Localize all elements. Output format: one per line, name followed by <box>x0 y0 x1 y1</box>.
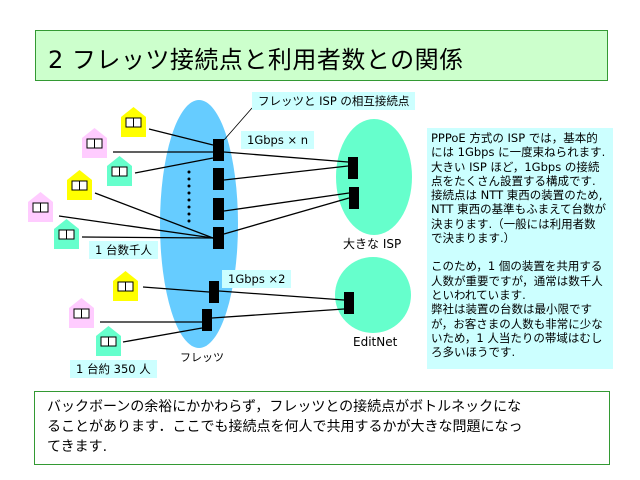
isp-device <box>349 187 359 209</box>
info-line: 接続点は NTT 東西の装置のため, <box>431 188 603 203</box>
editnet-device <box>344 292 354 314</box>
info-line: NTT 東西の基準もふまえて台数が <box>431 202 607 217</box>
summary-box: バックボーンの余裕にかかわらず，フレッツとの接続点がボトルネックにな ることがあ… <box>34 391 610 465</box>
house-icon <box>112 270 139 302</box>
summary-line: バックボーンの余裕にかかわらず，フレッツとの接続点がボトルネックにな <box>47 399 522 415</box>
editnet-label: EditNet <box>353 335 398 349</box>
info-line: 大きい ISP ほど，1Gbps の接続 <box>431 159 600 174</box>
house-icon <box>27 191 54 223</box>
big-link-label: 1Gbps × n <box>241 131 315 149</box>
big-isp-network <box>336 119 412 235</box>
info-line: 決まります.（一般には利用者数 <box>431 216 596 231</box>
info-line: には 1Gbps に一度束ねられます. <box>431 145 606 160</box>
house-icon <box>81 127 108 159</box>
info-line: このため，1 個の装置を共用する <box>431 259 603 274</box>
small-users-label: 1 台約 350 人 <box>70 360 157 378</box>
device <box>202 309 212 331</box>
ellipsis-dots <box>187 170 191 223</box>
info-line: 点をたくさん設置する構成です. <box>431 173 596 188</box>
summary-line: ることがあります．ここでも接続点を何人で共用するかが大きな問題になっ <box>47 419 523 435</box>
small-link-label: 1Gbps ×2 <box>222 270 292 288</box>
isp-device <box>348 157 358 179</box>
house-icon <box>106 155 133 187</box>
info-line: いため，1 人当たりの帯域はむし <box>431 330 603 345</box>
info-spacer <box>431 245 613 259</box>
house-icon <box>95 325 122 357</box>
flets-label: フレッツ <box>180 351 224 364</box>
big-users-label: 1 台数千人 <box>89 241 158 259</box>
summary-line: てきます. <box>47 439 108 455</box>
connection-lines <box>58 107 350 343</box>
title-box: 2 フレッツ接続点と利用者数との関係 <box>35 30 608 81</box>
house-icon <box>120 106 147 138</box>
house-icon <box>68 297 95 329</box>
info-line: 人数が重要ですが，通常は数千人 <box>431 273 603 288</box>
house-icon <box>53 218 80 250</box>
house-icon <box>66 169 93 201</box>
interconnect-devices <box>202 139 359 331</box>
device <box>213 227 224 249</box>
big-isp-label: 大きな ISP <box>343 237 402 251</box>
info-line: 弊社は装置の台数は最小限です <box>431 302 592 317</box>
info-panel: PPPoE 方式の ISP では，基本的 には 1Gbps に一度束ねられます.… <box>427 128 613 369</box>
device <box>213 198 224 220</box>
info-line: といわれています. <box>431 287 526 302</box>
info-line: ろ多いほうです. <box>431 345 516 360</box>
device <box>209 281 219 303</box>
device <box>213 139 224 161</box>
info-line: が，お客さまの人数も非常に少な <box>431 316 603 331</box>
interconnect-label: フレッツと ISP の相互接続点 <box>252 92 416 110</box>
info-line: で決まります.） <box>431 231 516 246</box>
slide-title: 2 フレッツ接続点と利用者数との関係 <box>48 46 464 74</box>
info-line: PPPoE 方式の ISP では，基本的 <box>431 131 598 145</box>
device <box>213 168 224 190</box>
